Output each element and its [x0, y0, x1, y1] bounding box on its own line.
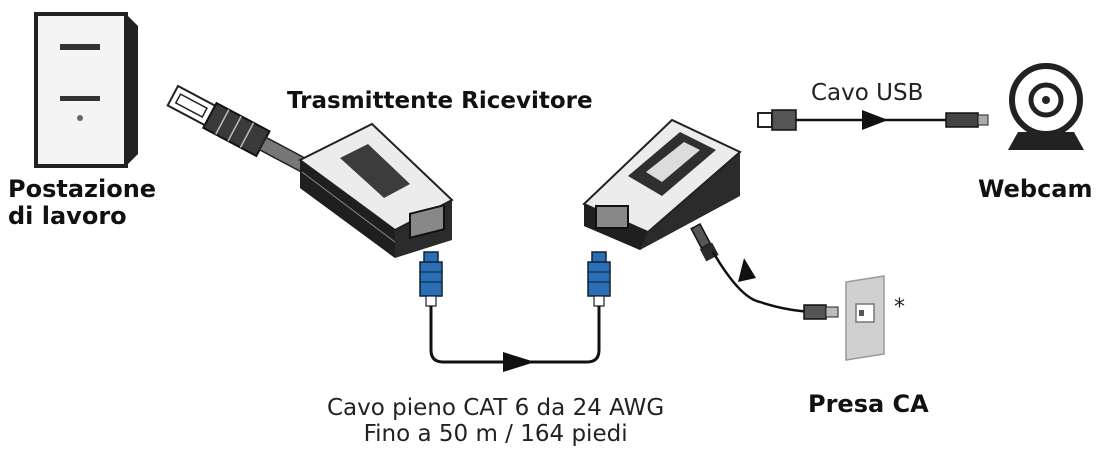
cat6-cable-label: Cavo pieno CAT 6 da 24 AWG Fino a 50 m /…	[327, 395, 665, 448]
wall-outlet-icon	[845, 275, 885, 361]
webcam-icon	[1008, 63, 1084, 150]
webcam-label: Webcam	[978, 175, 1093, 203]
cat6-cable	[429, 306, 601, 364]
usb-plug-icon	[757, 109, 797, 131]
workstation-label-line1: Postazione	[8, 175, 157, 203]
outlet-footnote-mark: *	[894, 295, 905, 320]
rj45-plug-icon	[587, 251, 611, 307]
cat6-label-line1: Cavo pieno CAT 6 da 24 AWG	[327, 395, 665, 421]
transmitter-device-icon	[298, 122, 454, 258]
arrow-icon	[738, 258, 756, 282]
cat6-label-line2: Fino a 50 m / 164 piedi	[363, 420, 628, 447]
transmitter-receiver-label: Trasmittente Ricevitore	[287, 88, 593, 114]
ac-outlet-label: Presa CA	[808, 390, 929, 418]
workstation-label: Postazione di lavoro	[8, 176, 156, 230]
arrow-icon	[503, 352, 535, 372]
usb-plug-icon	[166, 84, 312, 175]
computer-tower-icon	[34, 12, 138, 168]
power-cable	[711, 251, 821, 314]
rj45-plug-icon	[419, 251, 443, 307]
arrow-icon	[862, 110, 888, 130]
usb-cable-label: Cavo USB	[811, 80, 924, 106]
workstation-label-line2: di lavoro	[8, 201, 127, 230]
power-plug-icon	[690, 222, 719, 262]
usb-plug-icon	[945, 112, 989, 128]
receiver-device-icon	[582, 118, 742, 250]
power-plug-icon	[803, 304, 839, 320]
